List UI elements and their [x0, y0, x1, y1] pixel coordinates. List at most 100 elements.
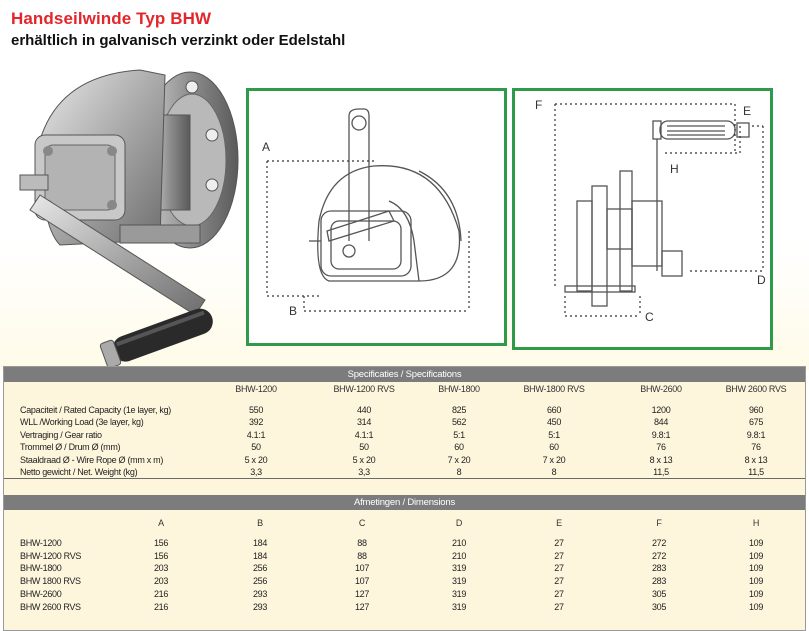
dim-cell: 216	[153, 588, 169, 599]
spec-cell: 960	[748, 405, 764, 415]
dim-cell: 319	[451, 601, 467, 612]
spec-cell: 4.1:1	[354, 429, 374, 440]
dim-label-a: A	[262, 140, 270, 154]
dim-cell: 88	[357, 550, 367, 561]
spec-cell: 3,3	[358, 467, 370, 477]
spec-cell: 450	[546, 417, 562, 428]
dim-cell: 256	[252, 576, 268, 587]
dim-label-h: H	[670, 162, 679, 176]
spec-row-label: WLL /Working Load (3e layer, kg)	[20, 417, 144, 428]
dim-section-header: Afmetingen / Dimensions	[4, 495, 805, 510]
dim-cell: 109	[748, 550, 764, 561]
spec-cell: 825	[451, 405, 467, 415]
dim-cell: 210	[451, 550, 467, 561]
spec-cell: 392	[248, 417, 264, 428]
dim-row-label: BHW-1800	[20, 563, 62, 574]
dim-cell: 203	[153, 576, 169, 587]
spec-cell: 50	[359, 442, 369, 453]
spec-cell: 7 x 20	[447, 454, 471, 465]
dim-row-label: BHW-1200 RVS	[20, 550, 82, 561]
spec-cell: 60	[549, 442, 559, 453]
dim-label-d: D	[757, 273, 766, 287]
spec-cell: 50	[251, 442, 261, 453]
page-subtitle: erhältlich in galvanisch verzinkt oder E…	[11, 32, 346, 49]
dim-cell: 319	[451, 576, 467, 587]
dim-cell: 256	[252, 563, 268, 574]
spec-cell: 8	[551, 467, 557, 477]
spec-cell: 660	[546, 405, 562, 415]
spec-cell: 7 x 20	[542, 454, 566, 465]
spec-cell: 11,5	[653, 467, 669, 477]
dim-row-label: BHW-2600	[20, 588, 62, 599]
dim-cell: 203	[153, 563, 169, 574]
dim-cell: 107	[354, 576, 370, 587]
dim-cell: 283	[651, 563, 667, 574]
spec-row-label: Vertraging / Gear ratio	[20, 429, 102, 440]
front-view-drawing: A B	[246, 88, 507, 346]
spec-column-header: BHW-1800 RVS	[523, 384, 585, 394]
dim-cell: 109	[748, 601, 764, 612]
dim-cell: 272	[651, 538, 667, 548]
spec-cell: 562	[451, 417, 467, 428]
dim-cell: 27	[554, 538, 564, 548]
spec-column-header: BHW 2600 RVS	[725, 384, 787, 394]
spec-cell: 5 x 20	[352, 454, 376, 465]
spec-cell: 1200	[651, 405, 671, 415]
spec-cell: 9.8:1	[651, 429, 671, 440]
spec-cell: 76	[656, 442, 666, 453]
dim-cell: 272	[651, 550, 667, 561]
dim-row-label: BHW 2600 RVS	[20, 601, 81, 612]
dim-cell: 109	[748, 576, 764, 587]
spec-cell: 314	[356, 417, 372, 428]
spec-cell: 844	[653, 417, 669, 428]
side-view-drawing: F E H D C	[512, 88, 773, 350]
dim-cell: 27	[554, 576, 564, 587]
dim-column-header: A	[158, 518, 164, 528]
dim-cell: 27	[554, 601, 564, 612]
spec-table-row: WLL /Working Load (3e layer, kg) 392 314 56…	[4, 416, 805, 428]
spec-row-label: Netto gewicht / Net. Weight (kg)	[20, 467, 138, 477]
spec-cell: 5 x 20	[244, 454, 268, 465]
spec-section-header: Specificaties / Specifications	[4, 367, 805, 382]
dim-cell: 88	[357, 538, 367, 548]
spec-row-label: Trommel Ø / Drum Ø (mm)	[20, 442, 121, 453]
dim-cell: 184	[252, 550, 268, 561]
winch-photo	[19, 69, 239, 369]
dim-cell: 184	[252, 538, 268, 548]
spec-cell: 8	[456, 467, 462, 477]
dim-cell: 319	[451, 563, 467, 574]
dim-column-header: C	[358, 518, 366, 528]
dim-column-header: D	[455, 518, 463, 528]
dim-cell: 109	[748, 588, 764, 599]
dim-cell: 156	[153, 538, 169, 548]
dim-column-header: H	[752, 518, 760, 528]
spec-column-header: BHW-1200 RVS	[333, 384, 395, 394]
spec-cell: 5:1	[548, 429, 560, 440]
page-title: Handseilwinde Typ BHW	[11, 9, 212, 28]
dim-label-c: C	[645, 310, 654, 324]
dim-cell: 156	[153, 550, 169, 561]
dim-cell: 27	[554, 588, 564, 599]
spec-cell: 8 x 13	[649, 454, 673, 465]
dim-label-b: B	[289, 304, 297, 318]
spec-cell: 8 x 13	[744, 454, 768, 465]
dim-row-label: BHW-1200	[20, 538, 62, 548]
spec-row-label: Capaciteit / Rated Capacity (1e layer, k…	[20, 405, 171, 415]
dim-column-header: E	[556, 518, 562, 528]
spec-cell: 9.8:1	[746, 429, 766, 440]
dim-label-e: E	[743, 104, 751, 118]
spec-column-header: BHW-2600	[640, 384, 682, 394]
dim-row-label: BHW 1800 RVS	[20, 576, 81, 587]
spec-cell: 550	[248, 405, 264, 415]
dim-column-header: B	[257, 518, 263, 528]
dim-cell: 293	[252, 601, 268, 612]
spec-cell: 4.1:1	[246, 429, 266, 440]
